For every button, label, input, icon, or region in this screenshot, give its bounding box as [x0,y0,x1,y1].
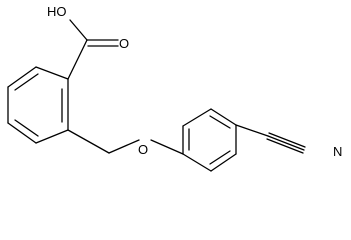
hydroxyl-label: HO [47,4,67,19]
bond-ring-to-methylene [67,129,110,154]
ring2-inner-bond-3 [209,150,231,165]
bond-methylene-to-ether-oxygen [108,139,140,154]
triple-bond-middle [267,135,305,151]
ring2-bond-5 [210,153,237,172]
ring2-bond-3 [210,108,237,126]
carboxylic-acid-group: HO O [47,4,129,80]
nitrile-group: N [235,124,342,159]
triple-bond-lower [266,138,304,154]
ring2-inner-bond-2 [209,115,231,129]
bond-ring-to-carboxyl-carbon [67,39,88,80]
ring1-inner-bond-1 [14,73,39,91]
ether-oxygen-label: O [138,142,148,157]
ring1-bond-5 [35,129,69,144]
carbonyl-oxygen-label: O [119,36,129,51]
bond-ether-oxygen-to-ring [150,139,184,155]
triple-bond-upper [268,132,306,148]
ring2-bond-6 [182,153,212,172]
cyanophenyl-ring [182,108,237,172]
bond-carbon-to-hydroxyl [69,19,88,41]
structure-canvas: HO O O N [7,4,342,172]
nitrile-nitrogen-label: N [333,144,342,159]
ring2-bond-2 [182,108,212,127]
benzyloxy-linker: O [67,129,184,157]
ring1-inner-bond-2 [14,119,39,137]
bond-ring-to-nitrile-carbon [235,124,269,137]
benzoic-acid-ring [7,66,69,144]
ring1-bond-2 [7,66,37,88]
ring1-bond-1 [35,66,69,80]
ring1-bond-4 [7,122,37,144]
